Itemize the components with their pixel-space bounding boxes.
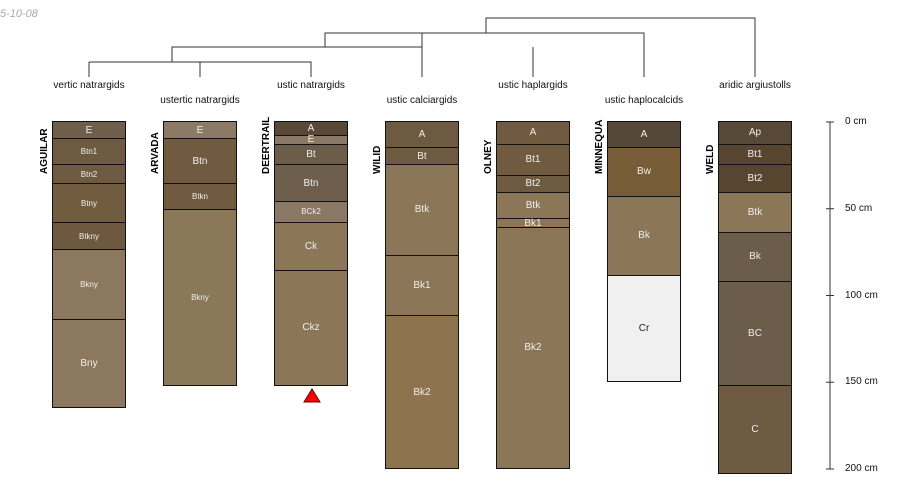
horizon-btny: Btny (52, 183, 126, 223)
dendrogram-branch (171, 33, 423, 77)
horizon-btk: Btk (496, 192, 570, 220)
depth-tick-label: 200 cm (845, 463, 878, 474)
taxonomy-label: ustertic natrargids (160, 95, 240, 106)
horizon-btkny: Btkny (52, 221, 126, 251)
dendrogram-branch (324, 32, 645, 77)
horizon-bkny: Bkny (52, 249, 126, 320)
profile-name: WELD (705, 144, 716, 174)
depth-tick-label: 50 cm (845, 202, 873, 214)
date-label: 5-10-08 (0, 8, 38, 20)
horizon-bt1: Bt1 (496, 143, 570, 176)
horizon-e: E (52, 121, 126, 140)
profile-name: WILID (372, 145, 383, 174)
taxonomy-label: ustic haplocalcids (604, 95, 684, 106)
horizon-bk: Bk (718, 232, 792, 282)
horizon-bc: BC (718, 280, 792, 386)
depth-tick-label: 100 cm (845, 289, 878, 301)
horizon-bk2: Bk2 (496, 226, 570, 469)
horizon-bw: Bw (607, 147, 681, 197)
horizon-ckz: Ckz (274, 270, 348, 386)
depth-tick-label: 0 cm (845, 116, 867, 127)
horizon-a: A (496, 121, 570, 145)
taxonomy-label: ustic calciargids (386, 95, 458, 106)
horizon-a: A (385, 121, 459, 149)
taxonomy-label: vertic natrargids (53, 80, 125, 91)
dendrogram-branch (88, 61, 312, 77)
horizon-btn2: Btn2 (52, 164, 126, 185)
profile-name: ARVADA (150, 132, 161, 174)
horizon-bk1: Bk1 (385, 254, 459, 317)
horizon-bt1: Bt1 (718, 143, 792, 166)
dendrogram-branch (485, 17, 756, 77)
horizon-a: A (607, 121, 681, 149)
horizon-ap: Ap (718, 121, 792, 145)
horizon-bt: Bt (274, 143, 348, 166)
horizon-bk2: Bk2 (385, 315, 459, 469)
horizon-bck2: BCk2 (274, 200, 348, 223)
profile-name: DEERTRAIL (261, 116, 272, 174)
horizon-e: E (163, 121, 237, 140)
horizon-bkny: Bkny (163, 209, 237, 386)
horizon-c: C (718, 384, 792, 475)
profile-name: AGUILAR (39, 128, 50, 174)
horizon-btk: Btk (385, 164, 459, 256)
horizon-bt2: Bt2 (718, 164, 792, 194)
taxonomy-label: ustic natrargids (277, 80, 345, 91)
horizon-btn: Btn (274, 164, 348, 202)
horizon-ck: Ck (274, 221, 348, 272)
horizon-btk: Btk (718, 192, 792, 234)
horizon-bk: Bk (607, 195, 681, 277)
horizon-btn: Btn (163, 138, 237, 185)
profile-name: OLNEY (483, 139, 494, 174)
taxonomy-label: aridic argiustolls (719, 80, 791, 91)
horizon-bt: Bt (385, 147, 459, 166)
horizon-btkn: Btkn (163, 183, 237, 211)
red-triangle-marker (303, 388, 321, 403)
horizon-bt2: Bt2 (496, 174, 570, 194)
profile-name: MINNEQUA (594, 119, 605, 174)
horizon-bny: Bny (52, 318, 126, 409)
horizon-btn1: Btn1 (52, 138, 126, 166)
horizon-cr: Cr (607, 275, 681, 383)
depth-tick-label: 150 cm (845, 376, 878, 388)
taxonomy-label: ustic haplargids (498, 80, 568, 91)
